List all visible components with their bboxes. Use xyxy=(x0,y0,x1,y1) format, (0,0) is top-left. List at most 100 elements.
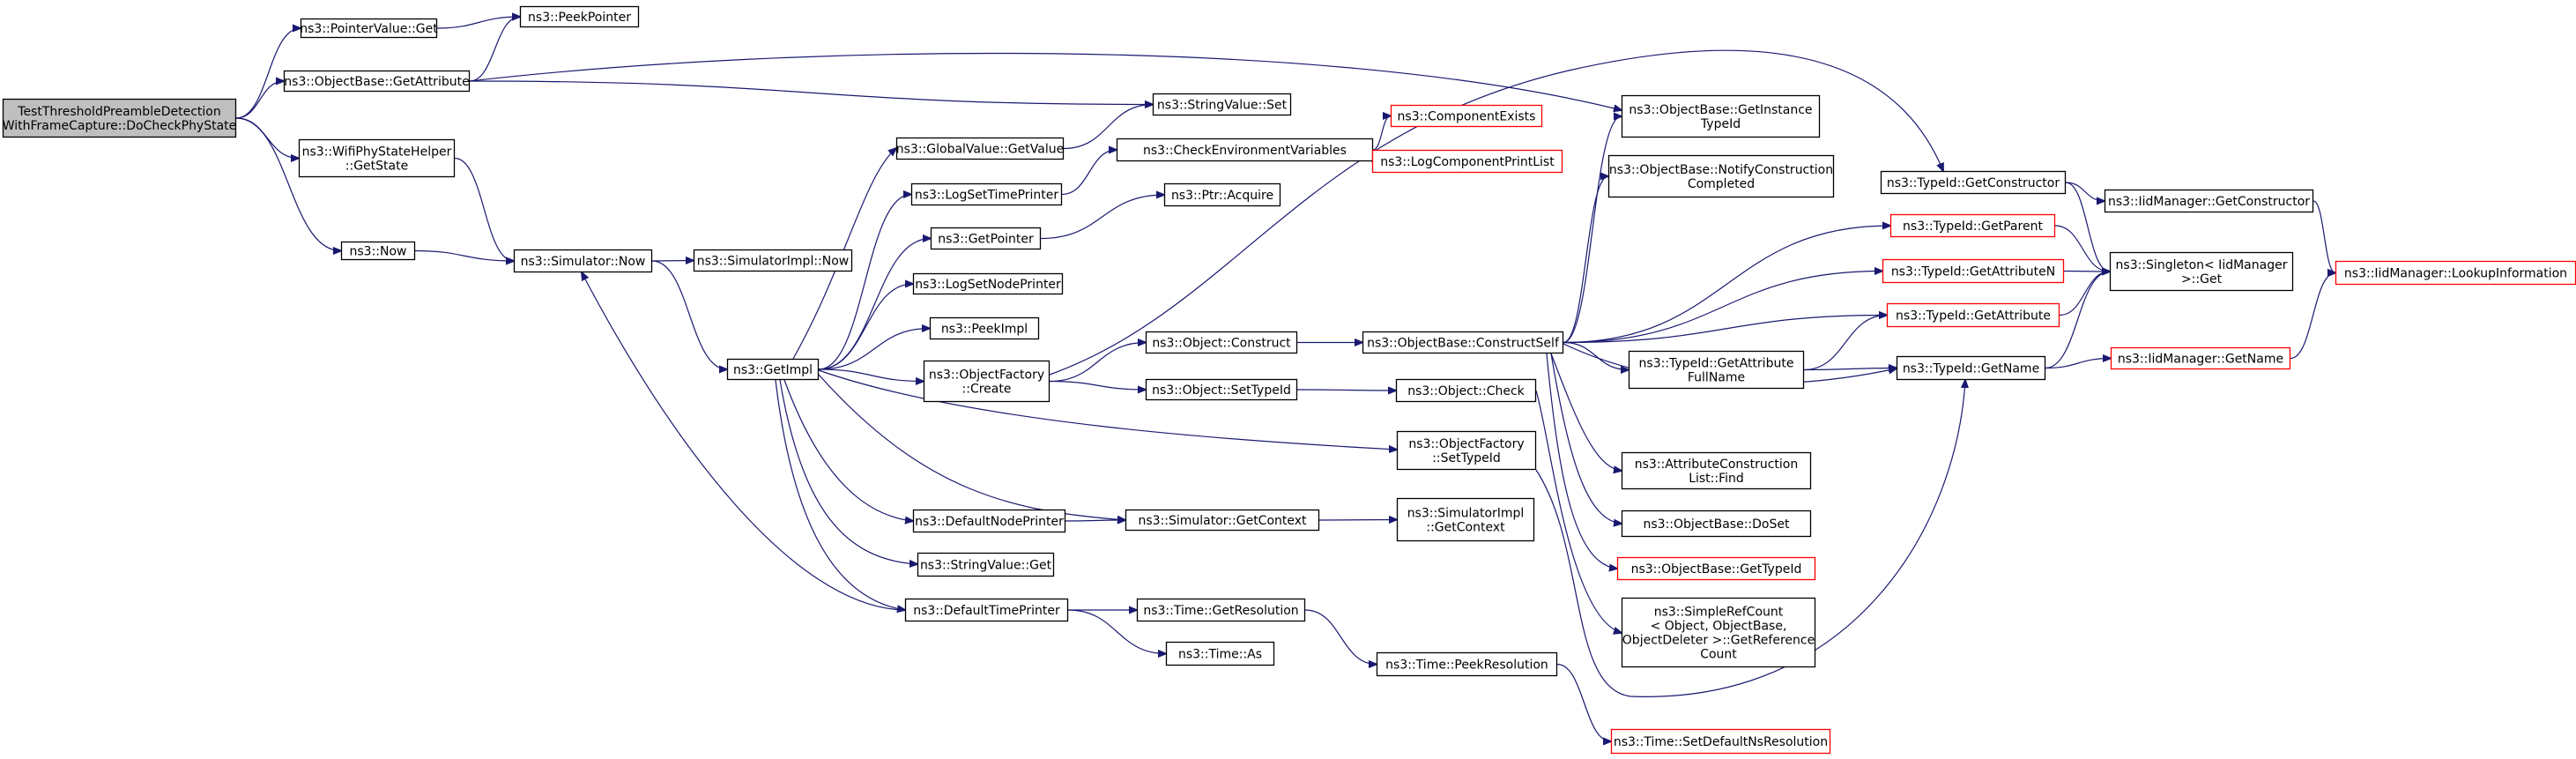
edge-time_peekresolution-to-time_setdefaultnsresolution xyxy=(1556,663,1611,742)
node-typeid-getattributen[interactable]: ns3::TypeId::GetAttributeN xyxy=(1882,258,2065,284)
node-label: ns3::Time::GetResolution xyxy=(1143,604,1298,618)
node-label: ns3::IidManager::LookupInformation xyxy=(2344,267,2567,281)
node-simulator-now[interactable]: ns3::Simulator::Now xyxy=(513,249,653,273)
node-label: ns3::TypeId::GetAttributeN xyxy=(1891,265,2055,279)
node-box xyxy=(917,552,1055,577)
node-logsetnodeprinter[interactable]: ns3::LogSetNodePrinter xyxy=(912,272,1064,295)
node-root[interactable]: TestThresholdPreambleDetectionWithFrameC… xyxy=(3,98,237,138)
node-peekpointer[interactable]: ns3::PeekPointer xyxy=(519,5,640,28)
node-label: ns3::GetImpl xyxy=(733,363,813,377)
edge-objectfactory_create-to-object_settypeid xyxy=(1049,380,1146,391)
node-objectbase-notifyconstructioncompleted[interactable]: ns3::ObjectBase::NotifyConstructionCompl… xyxy=(1607,154,1835,198)
node-simplerefcount-getreferencecount[interactable]: ns3::SimpleRefCount< Object, ObjectBase,… xyxy=(1621,597,1816,668)
node-box xyxy=(1621,94,1821,138)
node-objectfactory-settypeid[interactable]: ns3::ObjectFactory::SetTypeId xyxy=(1396,430,1537,471)
node-objectbase-constructself[interactable]: ns3::ObjectBase::ConstructSelf xyxy=(1362,331,1564,354)
edge-getimpl-to-peekimpl xyxy=(818,329,930,370)
node-box xyxy=(1395,378,1537,403)
node-box xyxy=(1145,378,1298,401)
edge-objectbase_constructself-to-typeid_getattribute xyxy=(1563,316,1887,344)
node-time-peekresolution[interactable]: ns3::Time::PeekResolution xyxy=(1376,651,1558,677)
node-now[interactable]: ns3::Now xyxy=(340,241,416,261)
edge-getimpl-to-objectfactory_settypeid xyxy=(818,369,1397,450)
node-getpointer[interactable]: ns3::GetPointer xyxy=(930,227,1042,250)
node-box xyxy=(1889,213,2056,238)
node-simulatorimpl-getcontext[interactable]: ns3::SimulatorImpl::GetContext xyxy=(1396,497,1535,542)
node-object-check[interactable]: ns3::Object::Check xyxy=(1395,378,1537,403)
node-label: ns3::ObjectBase::GetTypeId xyxy=(1631,562,1802,577)
node-singleton-get[interactable]: ns3::Singleton< IidManager>::Get xyxy=(2109,251,2294,292)
node-label: ns3::DefaultTimePrinter xyxy=(913,604,1060,618)
node-iidmanager-getconstructor[interactable]: ns3::IidManager::GetConstructor xyxy=(2104,189,2314,213)
node-box xyxy=(929,316,1040,340)
node-simulatorimpl-now[interactable]: ns3::SimulatorImpl::Now xyxy=(693,249,853,272)
node-box xyxy=(923,360,1050,403)
node-time-setdefaultnsresolution[interactable]: ns3::Time::SetDefaultNsResolution xyxy=(1610,728,1831,755)
node-defaultnodeprinter[interactable]: ns3::DefaultNodePrinter xyxy=(912,509,1066,533)
node-label: ns3::GlobalValue::GetValue xyxy=(896,143,1064,157)
node-typeid-getparent[interactable]: ns3::TypeId::GetParent xyxy=(1889,213,2056,238)
node-label: ns3::PeekImpl xyxy=(941,323,1028,337)
node-objectbase-gettypeid[interactable]: ns3::ObjectBase::GetTypeId xyxy=(1616,556,1816,581)
node-label: < Object, ObjectBase, xyxy=(1651,620,1787,634)
node-box xyxy=(904,598,1069,622)
node-logsettimeprinter[interactable]: ns3::LogSetTimePrinter xyxy=(910,182,1063,206)
node-label: ns3::SimpleRefCount xyxy=(1654,606,1784,620)
edge-iidmanager_getconstructor-to-iidmanager_lookupinformation xyxy=(2312,200,2335,273)
edge-objectbase_constructself-to-typeid_getattributefullname xyxy=(1563,341,1629,370)
node-globalvalue-getvalue[interactable]: ns3::GlobalValue::GetValue xyxy=(896,137,1064,160)
node-time-as[interactable]: ns3::Time::As xyxy=(1165,641,1275,666)
node-box xyxy=(1396,430,1537,471)
node-logcomponentprintlist[interactable]: ns3::LogComponentPrintList xyxy=(1371,149,1563,174)
node-label: ns3::Time::SetDefaultNsResolution xyxy=(1614,735,1828,749)
node-iidmanager-getname[interactable]: ns3::IidManager::GetName xyxy=(2110,346,2291,370)
node-objectbase-getattribute[interactable]: ns3::ObjectBase::GetAttribute xyxy=(283,70,471,93)
edge-object_check-to-simplerefcount_getreferencecount xyxy=(1535,390,1622,633)
node-label: ns3::ObjectBase::GetAttribute xyxy=(284,75,469,89)
node-objectfactory-create[interactable]: ns3::ObjectFactory::Create xyxy=(923,360,1050,403)
edge-getimpl-to-globalvalue_getvalue xyxy=(792,148,896,360)
node-getimpl[interactable]: ns3::GetImpl xyxy=(726,358,820,381)
node-typeid-getattribute[interactable]: ns3::TypeId::GetAttribute xyxy=(1886,302,2060,328)
node-label: ns3::LogSetNodePrinter xyxy=(915,278,1061,292)
node-label: ns3::Object::SetTypeId xyxy=(1152,383,1291,398)
node-label: List::Find xyxy=(1689,472,1744,486)
node-label: ns3::StringValue::Get xyxy=(920,559,1052,573)
node-objectbase-doset[interactable]: ns3::ObjectBase::DoSet xyxy=(1621,510,1812,538)
node-label: ns3::IidManager::GetConstructor xyxy=(2108,195,2310,209)
node-box xyxy=(2109,251,2294,292)
node-simulator-getcontext[interactable]: ns3::Simulator::GetContext xyxy=(1125,509,1320,532)
node-peekimpl[interactable]: ns3::PeekImpl xyxy=(929,316,1040,340)
node-wifiphystatehelper-getstate[interactable]: ns3::WifiPhyStateHelper::GetState xyxy=(298,138,456,178)
node-iidmanager-lookupinformation[interactable]: ns3::IidManager::LookupInformation xyxy=(2335,260,2576,286)
node-label: ns3::ObjectBase::ConstructSelf xyxy=(1367,337,1560,351)
node-box xyxy=(912,272,1064,295)
node-box xyxy=(1616,556,1816,581)
edge-defaultnodeprinter-to-simulator_getcontext xyxy=(1065,520,1125,521)
node-componentexists[interactable]: ns3::ComponentExists xyxy=(1390,104,1543,128)
edge-objectfactory_settypeid-to-typeid_getname xyxy=(1535,380,1965,697)
node-typeid-getconstructor[interactable]: ns3::TypeId::GetConstructor xyxy=(1880,170,2067,195)
edge-typeid_getname-to-iidmanager_getname xyxy=(2045,359,2111,369)
node-pointervalue-get[interactable]: ns3::PointerValue::Get xyxy=(300,18,438,39)
node-typeid-getname[interactable]: ns3::TypeId::GetName xyxy=(1896,355,2046,381)
node-box xyxy=(1371,149,1563,174)
node-time-getresolution[interactable]: ns3::Time::GetResolution xyxy=(1136,598,1306,622)
node-box xyxy=(1886,302,2060,328)
edge-simulator_now-to-simulatorimpl_now xyxy=(651,261,694,262)
node-stringvalue-set[interactable]: ns3::StringValue::Set xyxy=(1152,93,1292,116)
node-object-settypeid[interactable]: ns3::Object::SetTypeId xyxy=(1145,378,1298,401)
node-label: ns3::ObjectFactory xyxy=(1408,437,1524,451)
edge-checkenvvars-to-componentexists xyxy=(1372,116,1391,151)
node-checkenvvars[interactable]: ns3::CheckEnvironmentVariables xyxy=(1116,138,1374,162)
node-box xyxy=(726,358,820,381)
node-stringvalue-get[interactable]: ns3::StringValue::Get xyxy=(917,552,1055,577)
edge-simulator_now-to-getimpl xyxy=(651,260,727,369)
node-label: ns3::StringValue::Set xyxy=(1157,99,1288,113)
node-defaulttimeprinter[interactable]: ns3::DefaultTimePrinter xyxy=(904,598,1069,622)
node-ptr-acquire[interactable]: ns3::Ptr::Acquire xyxy=(1163,182,1281,207)
node-object-construct[interactable]: ns3::Object::Construct xyxy=(1145,331,1298,354)
